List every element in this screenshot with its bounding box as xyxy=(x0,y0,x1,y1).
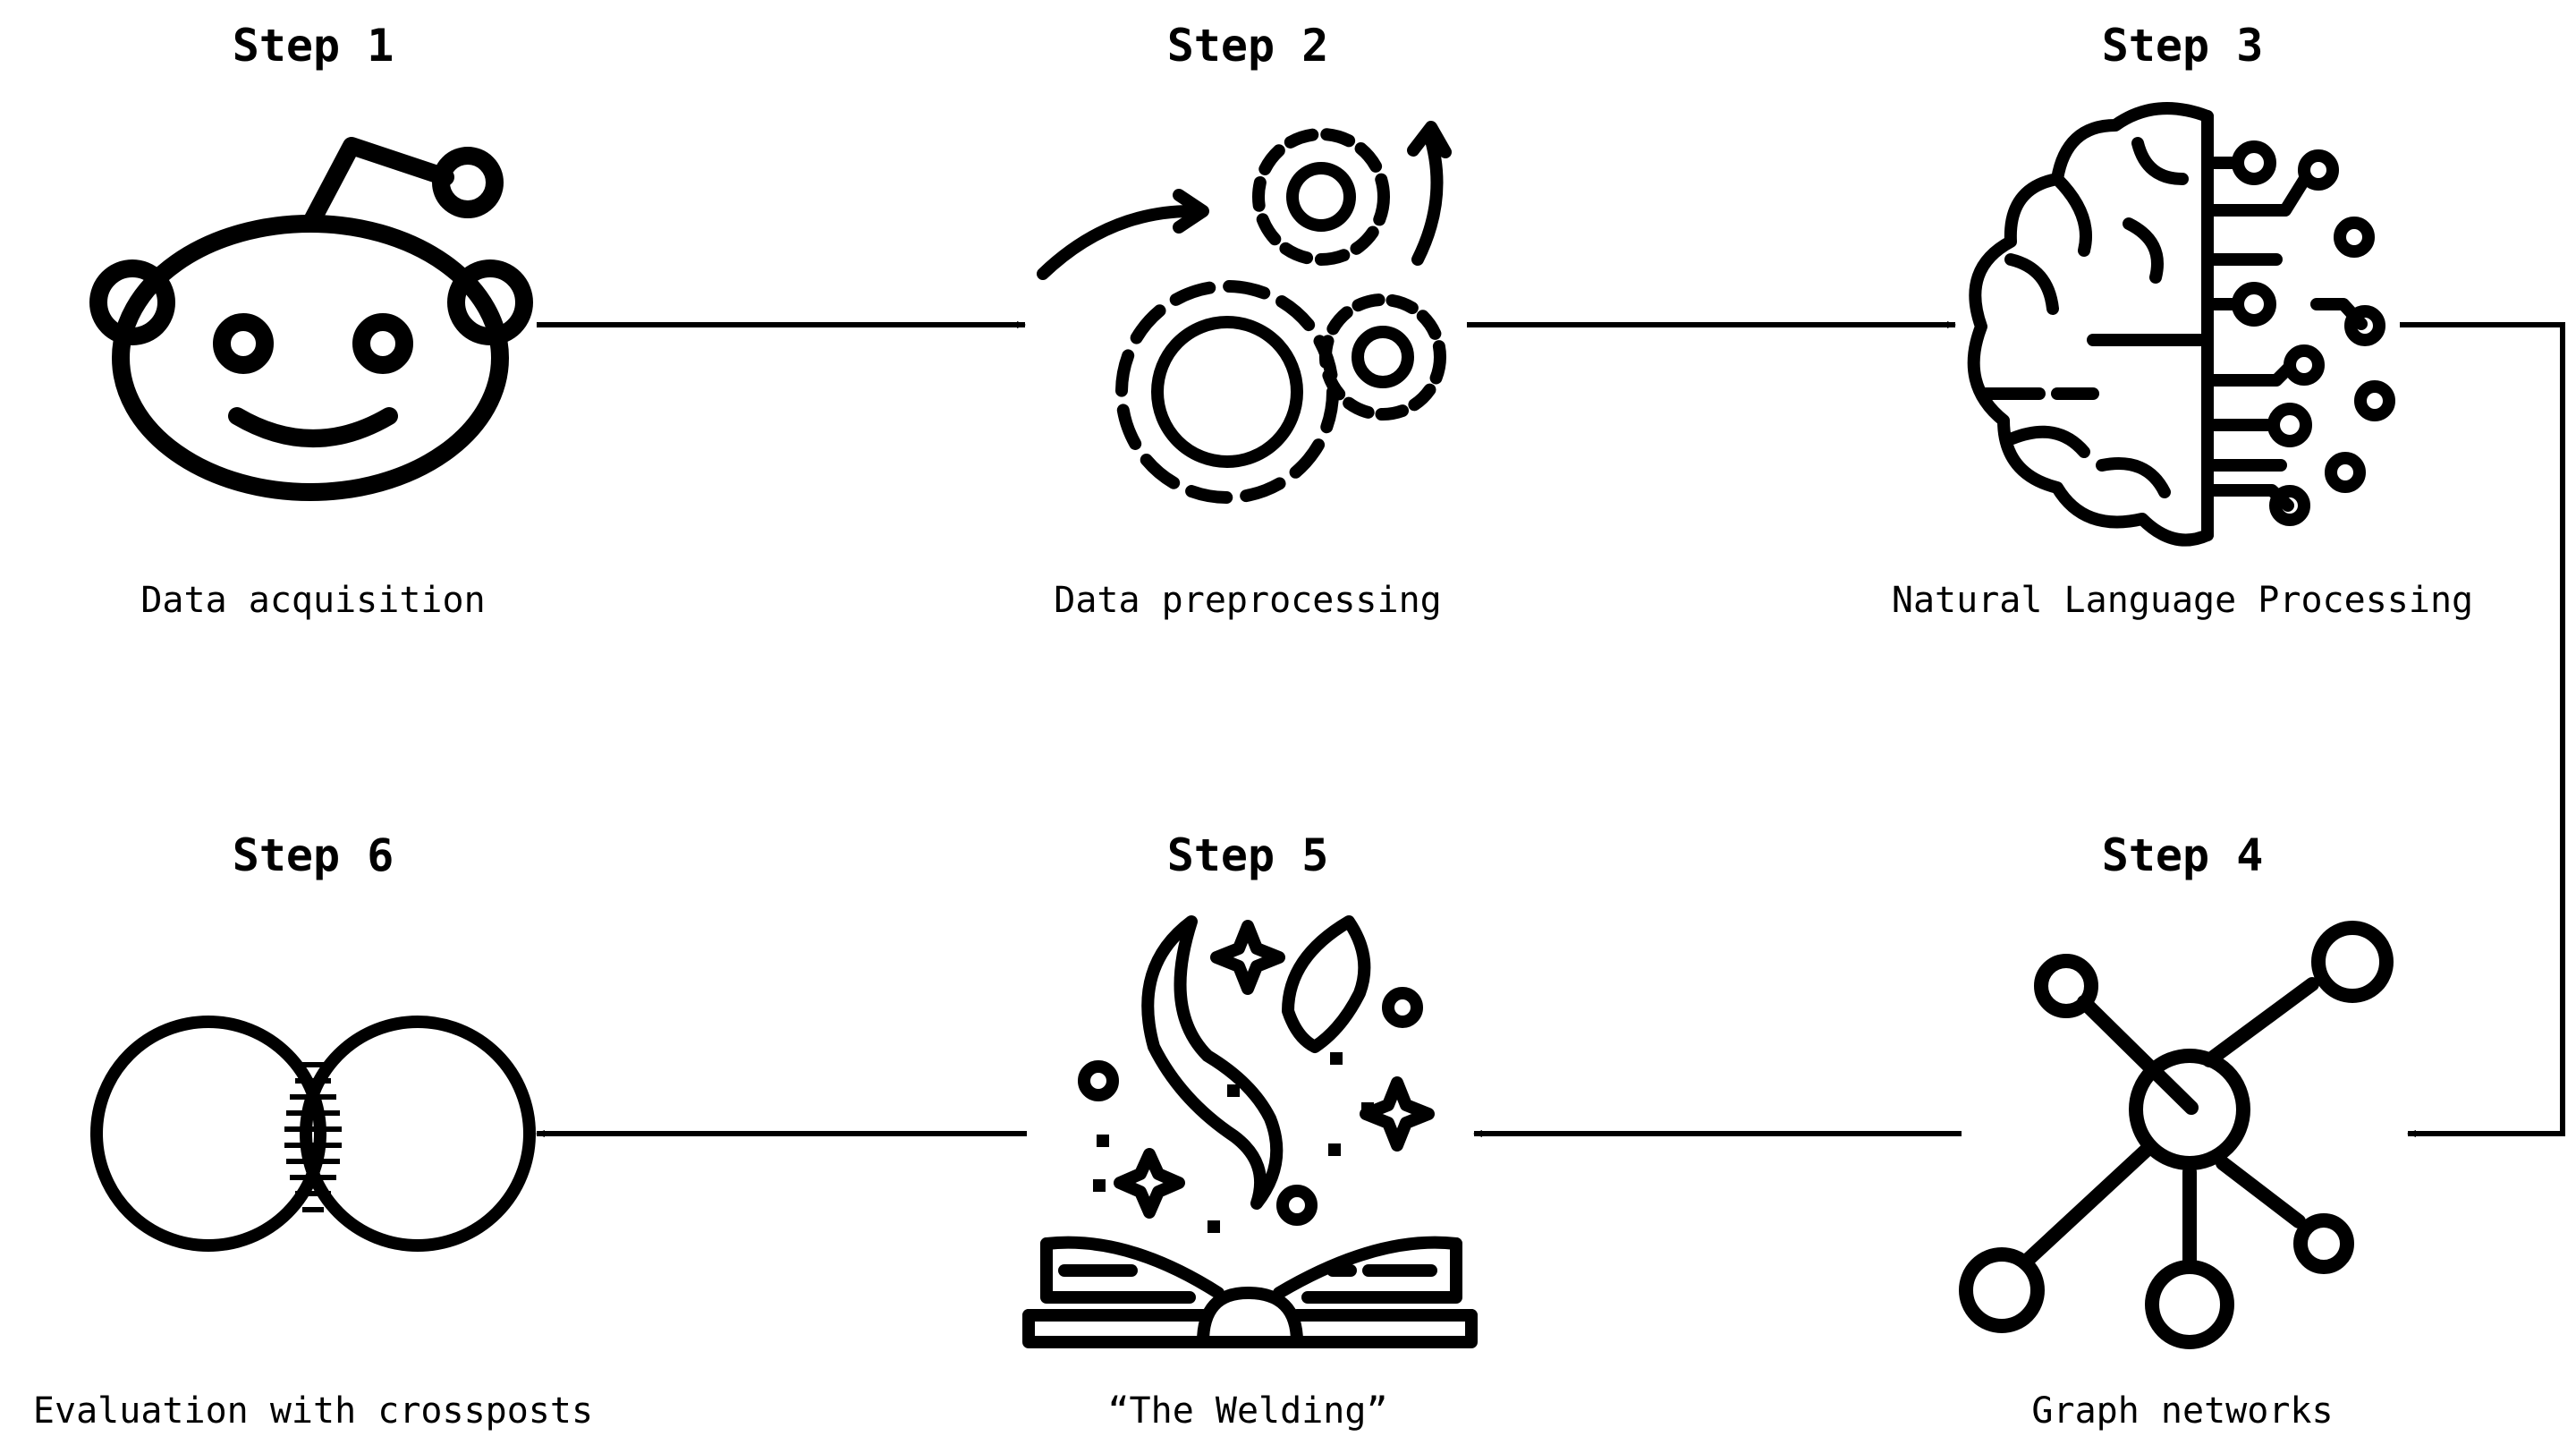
step-3-title: Step 3 xyxy=(2102,20,2264,72)
step-6-label: Evaluation with crossposts xyxy=(33,1390,593,1432)
step-1-title: Step 1 xyxy=(233,20,394,72)
reddit-alien-icon xyxy=(89,137,533,501)
step-4-label: Graph networks xyxy=(2031,1390,2333,1432)
arrow-step3-to-step4 xyxy=(2400,322,2565,1137)
venn-diagram-icon xyxy=(90,1016,536,1252)
step-3-label: Natural Language Processing xyxy=(1892,580,2473,621)
step-6-title: Step 6 xyxy=(233,829,394,881)
brain-circuit-icon xyxy=(1967,102,2395,547)
step-4-title: Step 4 xyxy=(2102,829,2264,881)
arrows xyxy=(536,321,2565,1137)
gears-icon xyxy=(1037,121,1452,504)
magic-book-icon xyxy=(1022,915,1478,1348)
step-2-title: Step 2 xyxy=(1167,20,1329,72)
step-2-label: Data preprocessing xyxy=(1054,580,1441,621)
step-5-title: Step 5 xyxy=(1167,829,1329,881)
step-5-label: “The Welding” xyxy=(1107,1390,1387,1432)
step-1-label: Data acquisition xyxy=(140,580,485,621)
network-graph-icon xyxy=(1959,921,2394,1349)
